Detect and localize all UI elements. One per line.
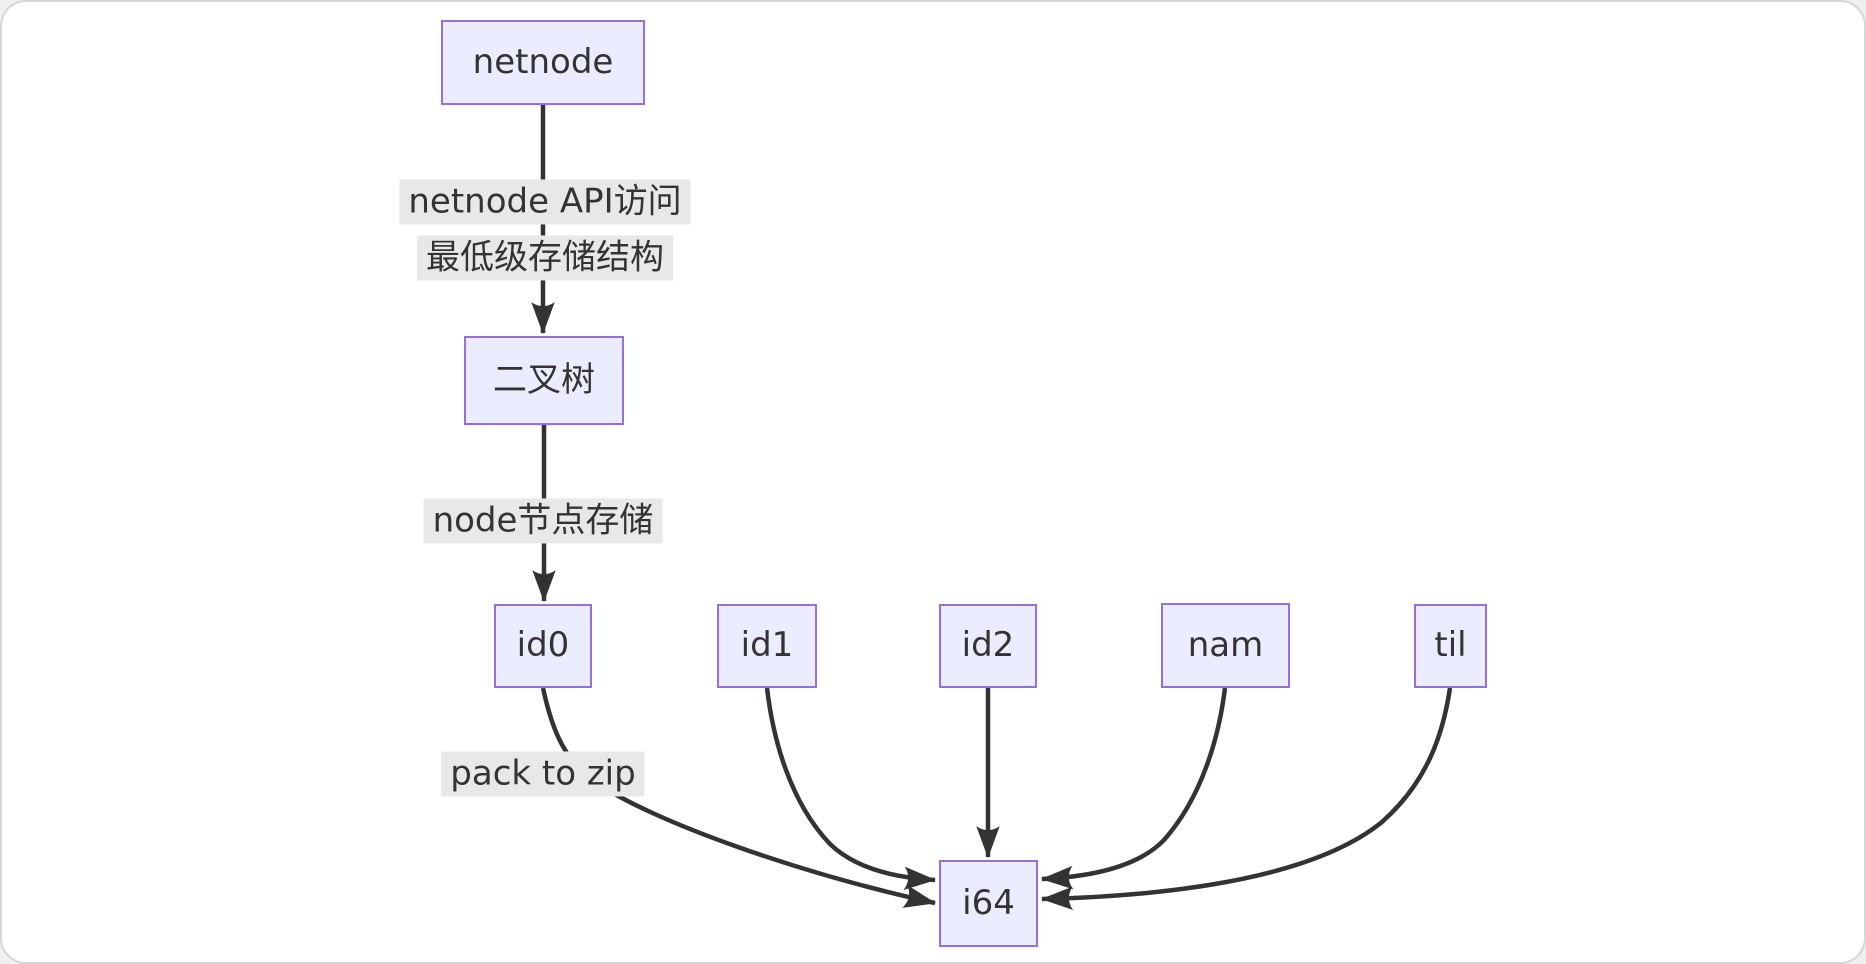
node-nam-label: nam xyxy=(1187,624,1264,665)
node-nam: nam xyxy=(1161,603,1290,688)
edge-label-netnode-api-line2: 最低级存储结构 xyxy=(417,235,673,281)
edge-nam-to-i64 xyxy=(1040,687,1228,890)
node-til: til xyxy=(1414,604,1487,688)
node-id1: id1 xyxy=(717,604,817,688)
node-binary-tree: 二叉树 xyxy=(464,336,624,425)
node-id2-label: id2 xyxy=(961,625,1015,666)
node-id1-label: id1 xyxy=(740,625,794,666)
node-id0-label: id0 xyxy=(516,625,570,666)
edge-label-node-storage: node节点存储 xyxy=(423,498,663,544)
node-til-label: til xyxy=(1434,625,1467,666)
edge-label-netnode-api-line1: netnode API访问 xyxy=(399,179,691,225)
node-i64-label: i64 xyxy=(962,882,1015,923)
edge-id0-to-i64 xyxy=(540,687,937,908)
edge-id1-to-i64 xyxy=(764,687,937,890)
node-id2: id2 xyxy=(939,604,1037,688)
node-netnode: netnode xyxy=(441,20,645,105)
node-id0: id0 xyxy=(494,604,592,688)
node-i64: i64 xyxy=(939,860,1038,947)
edge-til-to-i64 xyxy=(1040,687,1453,911)
node-netnode-label: netnode xyxy=(472,41,614,82)
edge-label-pack-to-zip: pack to zip xyxy=(441,751,645,797)
node-binary-tree-label: 二叉树 xyxy=(493,359,595,400)
